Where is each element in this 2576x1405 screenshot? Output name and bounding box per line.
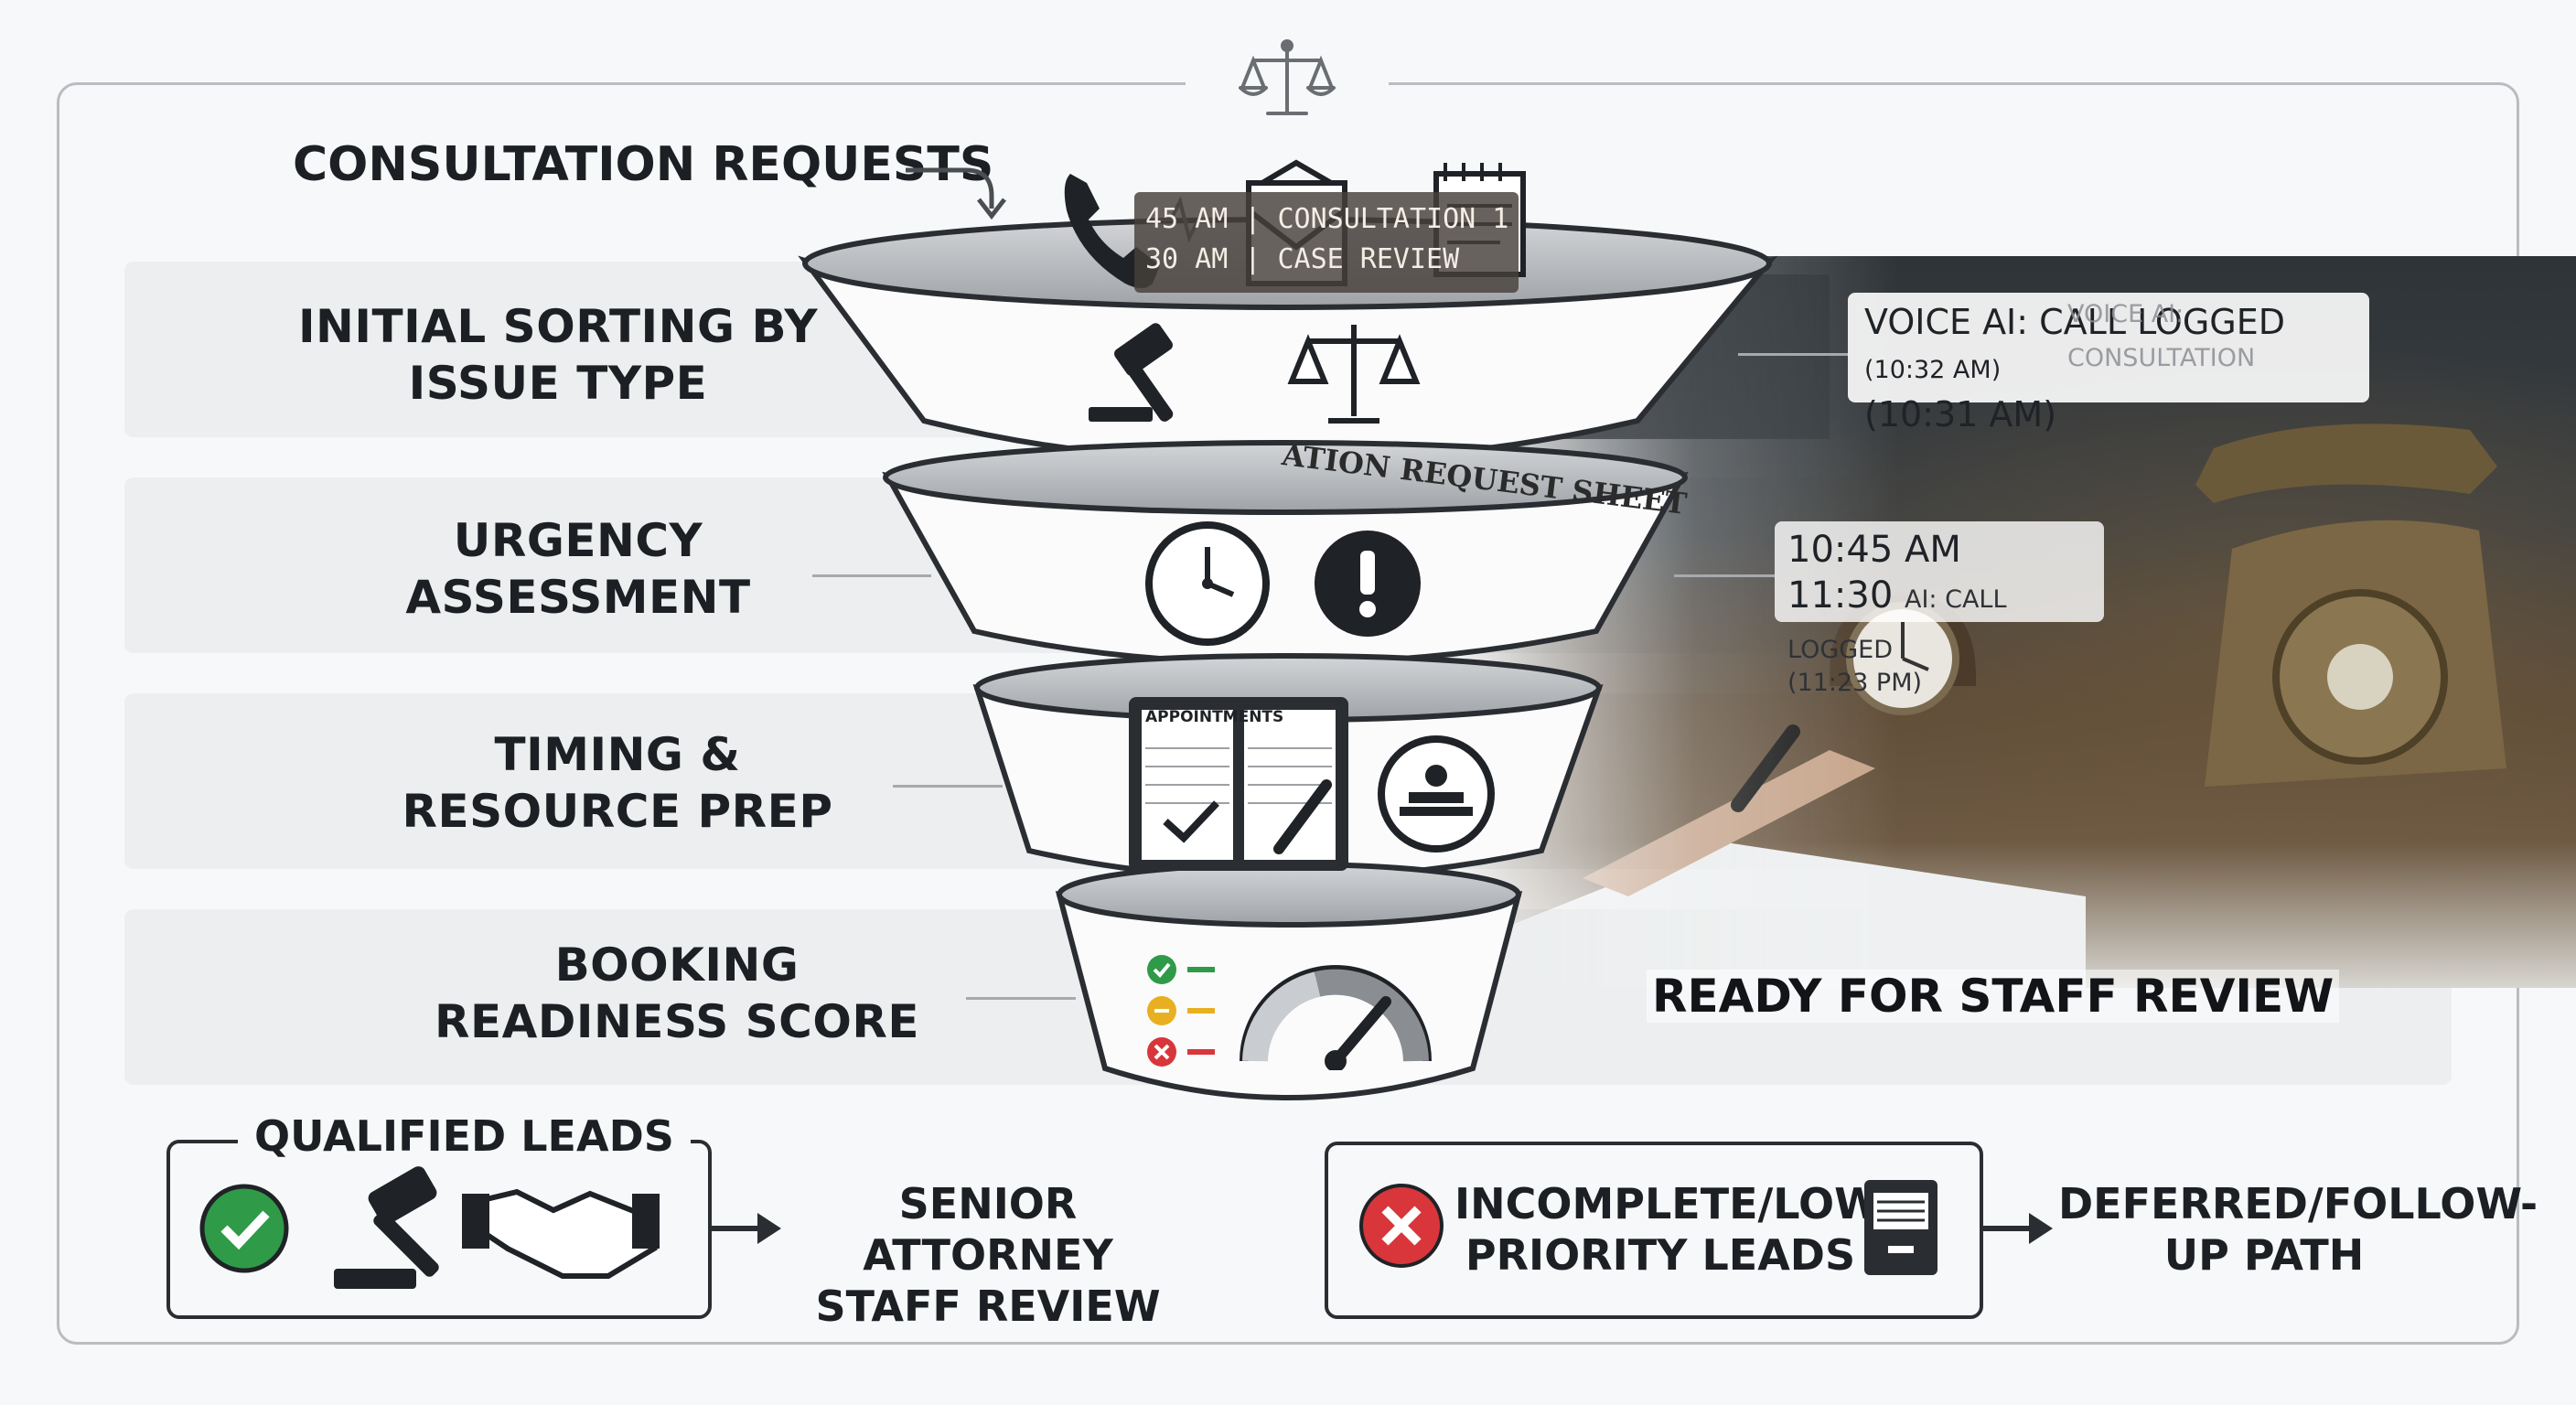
- tier-1-icons: [1089, 323, 1421, 424]
- call-time-2: 11:30: [1787, 574, 1894, 617]
- connector-booking: [966, 997, 1076, 1000]
- incoming-arrow-icon: [906, 167, 1006, 220]
- call-logged-callout: 10:45 AM 11:30 AI: CALL LOGGED (11:23 PM…: [1775, 521, 2104, 697]
- voice-ai-callout: VOICE AI: CONSULTATION VOICE AI: CALL LO…: [1848, 293, 2369, 434]
- incomplete-leads-label: INCOMPLETE/LOW- PRIORITY LEADS: [1454, 1178, 1896, 1281]
- voice-ai-line-1-text: VOICE AI: CALL LOGGED: [1864, 302, 2285, 342]
- stage-label-booking-line-2: READINESS SCORE: [434, 995, 919, 1048]
- alert-icon: [1315, 531, 1421, 637]
- senior-attorney-line-1: SENIOR ATTORNEY: [863, 1179, 1113, 1280]
- connector-urgency: [812, 574, 931, 577]
- ready-for-staff-review-label: READY FOR STAFF REVIEW: [1647, 970, 2340, 1023]
- check-circle-icon: [199, 1184, 289, 1273]
- call-logged-label: AI: CALL LOGGED: [1787, 585, 2007, 664]
- tier-2-icons: [1145, 521, 1421, 646]
- tier-3-icons: [1129, 697, 1495, 871]
- stage-label-timing: TIMING & RESOURCE PREP: [366, 726, 869, 840]
- connector-call: [1674, 574, 1775, 577]
- deferred-line-1: DEFERRED/FOLLOW-: [2058, 1179, 2538, 1228]
- voice-ai-line-2: (10:31 AM): [1864, 394, 2057, 434]
- tier-4-icons: [1147, 955, 1432, 1070]
- appointment-book-icon: [1129, 697, 1348, 871]
- senior-attorney-line-2: STAFF REVIEW: [815, 1282, 1161, 1331]
- incomplete-leads-line-1: INCOMPLETE/LOW-: [1454, 1179, 1896, 1228]
- funnel-rim-2: [883, 440, 1688, 515]
- qualified-leads-icons: [199, 1166, 660, 1289]
- handshake-icon: [462, 1188, 660, 1279]
- connector-timing: [893, 785, 1003, 788]
- deferred-arrow-icon: [1983, 1213, 2053, 1244]
- office-photo-scene: [1445, 424, 2506, 988]
- connector-voice: [1738, 353, 1848, 356]
- voice-ai-ghost-text: VOICE AI: CONSULTATION: [2067, 293, 2369, 381]
- stage-label-booking: BOOKING READINESS SCORE: [402, 937, 951, 1050]
- voice-ai-ghost-time: (10:32 AM): [1864, 356, 2002, 384]
- intake-log-line-1: 45 AM | CONSULTATION 1: [1145, 203, 1509, 235]
- status-warning-icon: [1147, 996, 1215, 1025]
- stage-label-sorting: INITIAL SORTING BY ISSUE TYPE: [274, 298, 842, 412]
- stage-label-timing-line-2: RESOURCE PREP: [402, 785, 833, 838]
- gavel-icon: [334, 1166, 439, 1289]
- stage-label-urgency: URGENCY ASSESSMENT: [340, 512, 816, 626]
- consultation-requests-title: CONSULTATION REQUESTS: [293, 137, 994, 192]
- stage-label-urgency-line-1: URGENCY: [453, 514, 703, 567]
- voice-ai-line-1: VOICE AI: CALL LOGGED (10:32 AM): [1864, 300, 2353, 392]
- stage-label-sorting-line-1: INITIAL SORTING BY: [297, 300, 819, 353]
- senior-attorney-destination: SENIOR ATTORNEY STAFF REVIEW: [787, 1178, 1189, 1332]
- deferred-destination: DEFERRED/FOLLOW- UP PATH: [2058, 1178, 2538, 1281]
- x-circle-icon: [1359, 1184, 1444, 1268]
- stage-label-urgency-line-2: ASSESSMENT: [405, 571, 751, 624]
- file-drawer-icon: [1864, 1180, 1937, 1275]
- stage-label-sorting-line-2: ISSUE TYPE: [408, 357, 708, 410]
- intake-log-line-2: 30 AM | CASE REVIEW: [1145, 243, 1460, 275]
- call-time-1: 10:45 AM: [1787, 529, 1961, 571]
- gauge-icon: [1240, 965, 1432, 1070]
- clock-icon: [1145, 521, 1270, 646]
- stage-label-timing-line-1: TIMING &: [494, 728, 741, 781]
- deferred-line-2: UP PATH: [2163, 1230, 2365, 1280]
- appointments-label: APPOINTMENTS: [1145, 708, 1284, 726]
- meeting-room-icon: [1378, 735, 1495, 853]
- voice-ai-ghost-label: VOICE AI: CONSULTATION: [2067, 300, 2256, 372]
- hand-shape: [1583, 750, 1875, 896]
- rotary-phone-icon: [2195, 424, 2506, 787]
- scales-icon: [1287, 325, 1421, 424]
- qualified-leads-title: QUALIFIED LEADS: [238, 1111, 691, 1161]
- call-time-row: 11:30 AI: CALL LOGGED: [1787, 573, 2091, 673]
- status-check-icon: [1147, 955, 1215, 984]
- call-time-3: (11:23 PM): [1787, 669, 1923, 697]
- pen-icon: [1731, 724, 1800, 812]
- scales-of-justice-icon: [1239, 39, 1336, 115]
- status-error-icon: [1147, 1037, 1215, 1067]
- qualified-arrow-icon: [712, 1213, 781, 1244]
- incomplete-leads-line-2: PRIORITY LEADS: [1465, 1230, 1856, 1280]
- stage-label-booking-line-1: BOOKING: [554, 938, 800, 992]
- intake-log-overlay: 45 AM | CONSULTATION 1 30 AM | CASE REVI…: [1134, 192, 1519, 293]
- gavel-icon: [1089, 323, 1174, 422]
